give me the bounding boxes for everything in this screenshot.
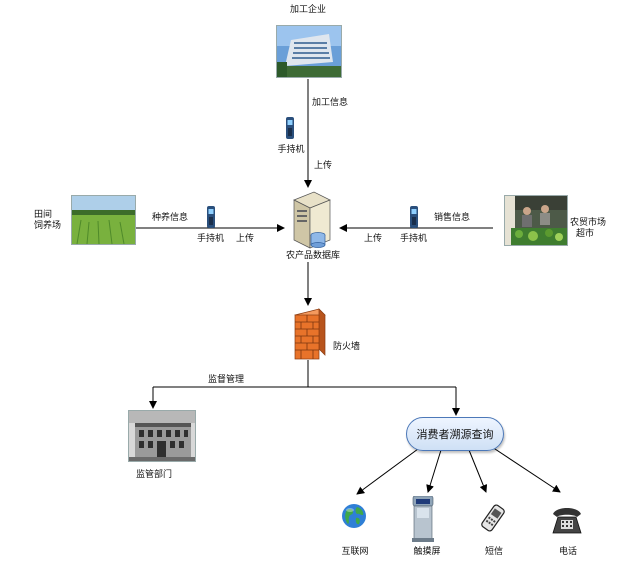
processing-enterprise-image <box>276 25 342 78</box>
arrow-to-sms <box>468 449 488 493</box>
telephone-icon <box>550 504 584 540</box>
handheld-device-icon <box>409 206 419 232</box>
sms-label: 短信 <box>484 547 504 557</box>
handheld-top-label: 手持机 <box>277 145 305 155</box>
supervision-management-label: 监督管理 <box>208 375 245 385</box>
firewall-label: 防火墙 <box>333 342 361 352</box>
supervision-department-label: 监管部门 <box>136 470 173 480</box>
field-farm-image <box>71 195 136 245</box>
processing-info-label: 加工信息 <box>312 98 349 108</box>
handheld-device-icon <box>285 117 295 143</box>
touchscreen-label: 触摸屏 <box>413 547 441 557</box>
processing-enterprise-label: 加工企业 <box>289 5 327 15</box>
consumer-query-node: 消费者溯源查询 <box>406 417 504 451</box>
upload-top-label: 上传 <box>314 161 333 171</box>
planting-info-label: 种养信息 <box>152 213 189 223</box>
arrow-to-internet <box>356 448 419 495</box>
database-label: 农产品数据库 <box>285 251 341 261</box>
kiosk-touchscreen-icon <box>410 495 436 546</box>
handheld-left-label: 手持机 <box>197 234 225 244</box>
field-farm-label-line1: 田间 <box>34 210 53 220</box>
upload-left-label: 上传 <box>236 234 255 244</box>
handheld-right-label: 手持机 <box>400 234 428 244</box>
sales-info-label: 销售信息 <box>434 213 471 223</box>
telephone-label: 电话 <box>558 547 578 557</box>
market-image <box>504 195 568 246</box>
arrow-to-telephone <box>491 446 561 493</box>
mobile-phone-icon <box>480 503 506 537</box>
globe-icon <box>341 503 367 533</box>
supervision-department-image <box>128 410 196 462</box>
database-server-icon <box>288 190 334 254</box>
handheld-device-icon <box>206 206 216 232</box>
market-label-line2: 超市 <box>576 229 595 239</box>
arrow-to-touchscreen <box>426 449 442 493</box>
upload-right-label: 上传 <box>364 234 383 244</box>
internet-label: 互联网 <box>341 547 369 557</box>
firewall-icon <box>291 307 327 365</box>
market-label-line1: 农贸市场 <box>570 218 607 228</box>
field-farm-label-line2: 饲养场 <box>34 221 62 231</box>
